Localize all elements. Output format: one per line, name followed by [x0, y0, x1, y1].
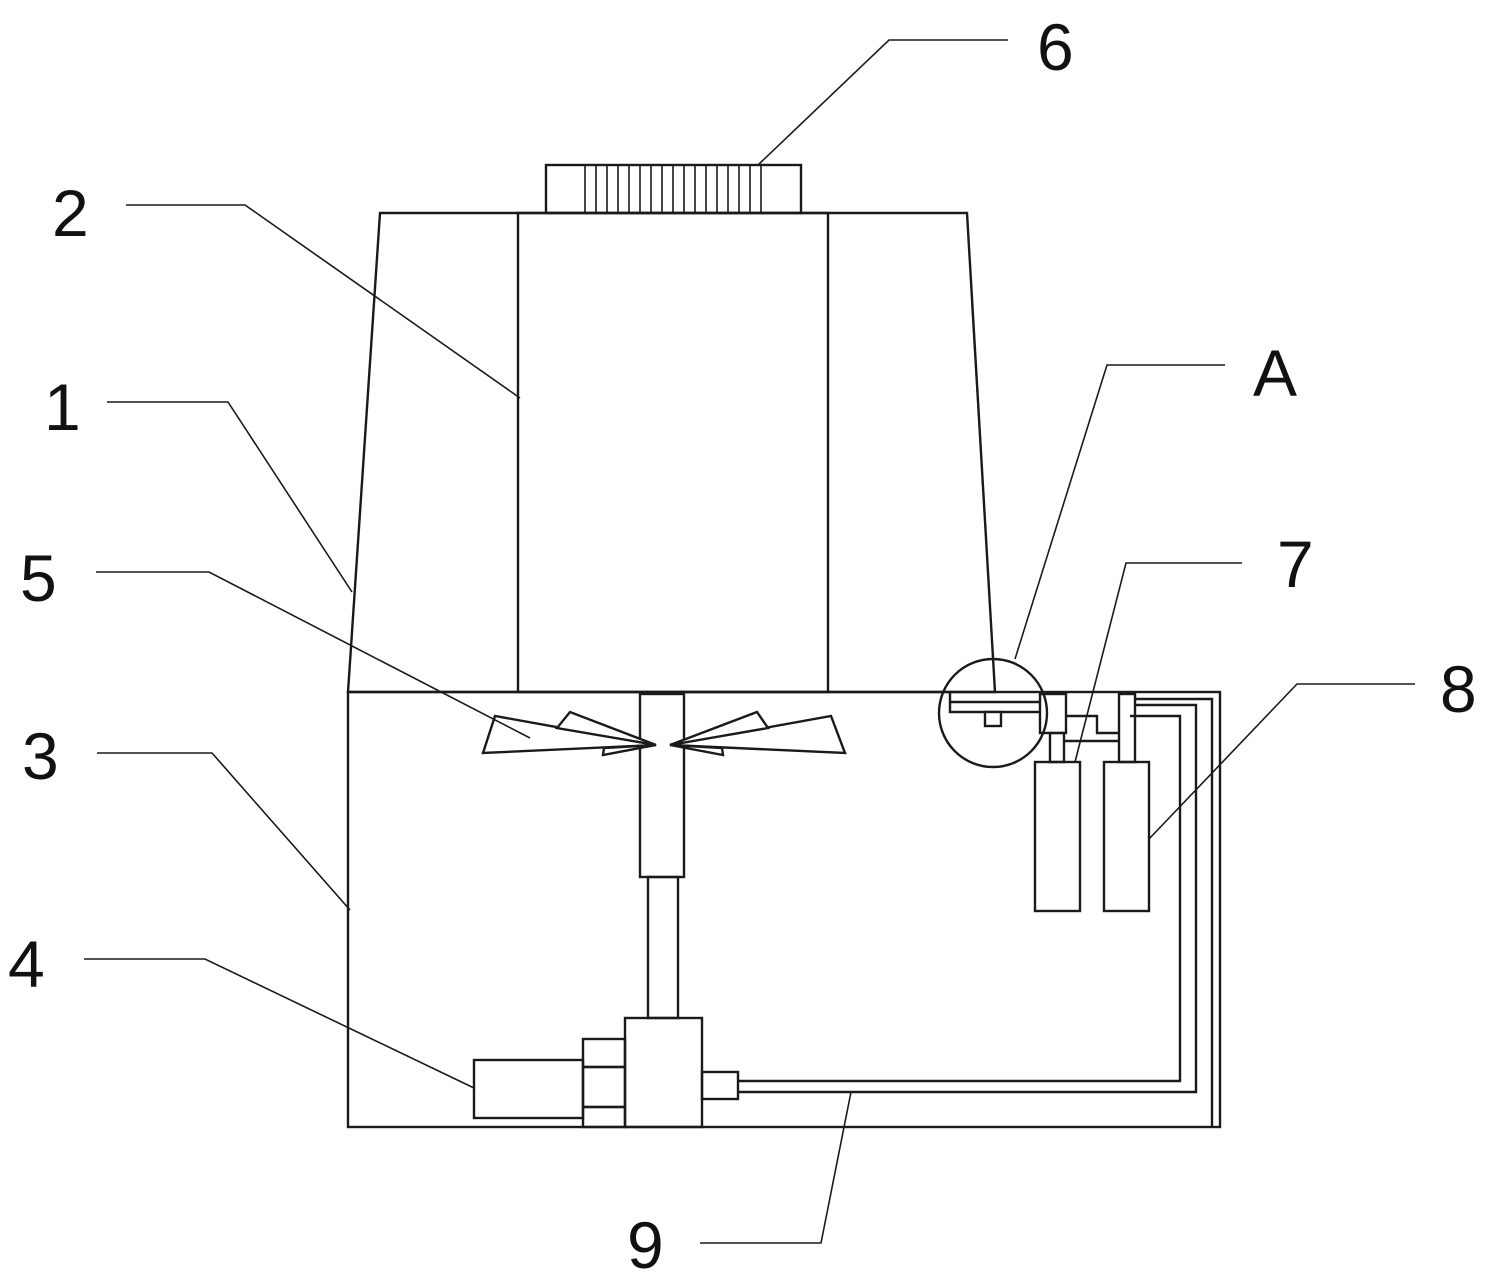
leader-9 — [700, 1091, 852, 1244]
label-7: 7 — [1277, 527, 1314, 601]
motor-4 — [472, 1016, 740, 1129]
label-5: 5 — [20, 541, 57, 615]
upper-housing-1 — [346, 211, 997, 694]
leader-7 — [1074, 562, 1242, 763]
canister-8 — [1102, 692, 1151, 913]
drive-shaft — [646, 875, 680, 1020]
label-2: 2 — [52, 176, 89, 250]
top-grille-6 — [544, 163, 803, 215]
impeller-5 — [481, 692, 847, 879]
label-3: 3 — [22, 719, 59, 793]
leader-8 — [1148, 683, 1415, 840]
leader-3 — [97, 752, 351, 911]
leader-6 — [757, 39, 1008, 166]
leader-A-inner — [971, 304, 996, 691]
leader-5 — [96, 571, 531, 739]
leader-2 — [126, 204, 521, 399]
leader-A — [1014, 364, 1225, 660]
canister-7 — [1033, 692, 1082, 913]
leader-1 — [107, 401, 353, 593]
label-4: 4 — [8, 927, 45, 1001]
label-1: 1 — [44, 370, 81, 444]
pipe-9 — [738, 697, 1214, 1127]
lower-box-3 — [346, 690, 1222, 1129]
label-9: 9 — [627, 1208, 664, 1282]
label-A: A — [1253, 336, 1297, 410]
leader-lines — [84, 39, 1415, 1244]
label-6: 6 — [1037, 10, 1074, 84]
leader-4 — [84, 958, 475, 1089]
inner-column-2 — [516, 211, 830, 694]
connector-lines — [1064, 714, 1119, 743]
label-8: 8 — [1440, 652, 1477, 726]
